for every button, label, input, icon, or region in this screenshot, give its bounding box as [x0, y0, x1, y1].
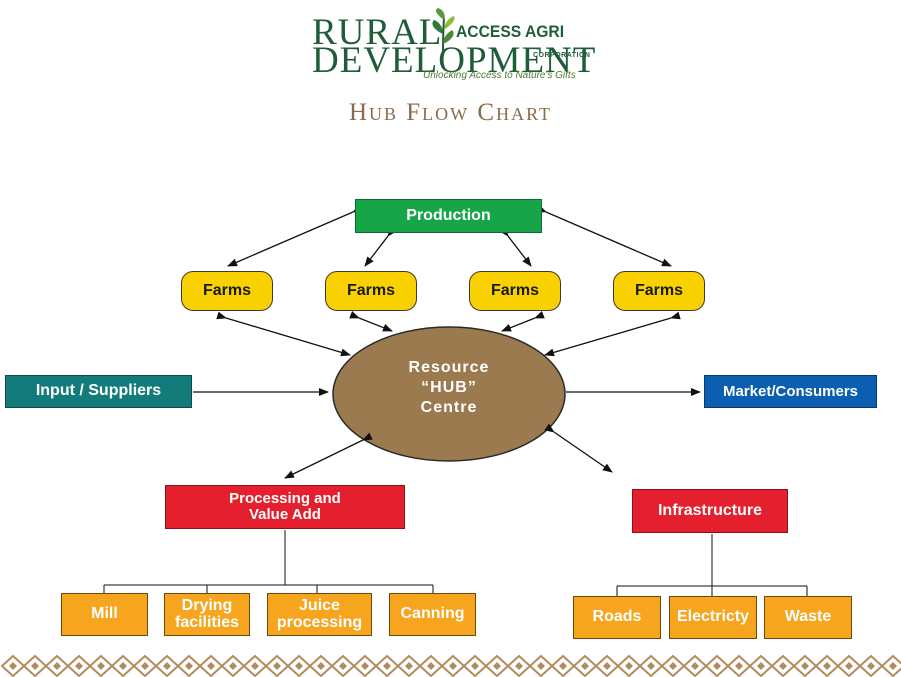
- farms-box-2: Farms: [325, 271, 417, 311]
- roads-box: Roads: [573, 596, 661, 639]
- hub-label: Resource “HUB” Centre: [333, 358, 565, 418]
- canning-label: Canning: [400, 605, 465, 623]
- juice-label-1: Juice: [299, 596, 340, 614]
- mill-box: Mill: [61, 593, 148, 636]
- decorative-border: [0, 654, 901, 677]
- page-title: Hub Flow Chart: [348, 99, 553, 126]
- logo-access-agri: ACCESS AGRI: [456, 22, 565, 41]
- hub-line-3: Centre: [420, 399, 478, 416]
- infrastructure-box: Infrastructure: [632, 489, 788, 533]
- processing-line-2: Value Add: [249, 506, 321, 523]
- mill-label: Mill: [91, 605, 118, 623]
- logo-corporation: CORPORATION: [533, 52, 591, 59]
- leaf-logo-icon: [432, 8, 455, 57]
- logo-rural-text: RURAL: [312, 12, 443, 53]
- logo-development-text: DEVELOPMENT: [312, 40, 597, 81]
- production-box: Production: [355, 199, 542, 233]
- processing-line-1: Processing and: [229, 490, 341, 508]
- market-consumers-box: Market/Consumers: [704, 375, 877, 408]
- hub-line-2: “HUB”: [421, 379, 477, 396]
- drying-label-2: facilities: [174, 613, 240, 631]
- canning-box: Canning: [389, 593, 476, 636]
- electricity-box: Electricty: [669, 596, 757, 639]
- hub-ellipse: [332, 326, 566, 462]
- hub-line-1: Resource: [408, 359, 490, 376]
- farms-box-4: Farms: [613, 271, 705, 311]
- drying-facilities-box: Drying facilities: [164, 593, 250, 636]
- processing-box: Processing and Value Add: [165, 485, 405, 529]
- logo-tagline: Unlocking Access to Nature's Gifts: [423, 70, 576, 81]
- juice-label-2: processing: [276, 613, 363, 631]
- juice-processing-box: Juice processing: [267, 593, 372, 636]
- farms-box-3: Farms: [469, 271, 561, 311]
- input-suppliers-box: Input / Suppliers: [5, 375, 192, 408]
- farms-box-1: Farms: [181, 271, 273, 311]
- drying-label-1: Drying: [181, 596, 233, 614]
- waste-box: Waste: [764, 596, 852, 639]
